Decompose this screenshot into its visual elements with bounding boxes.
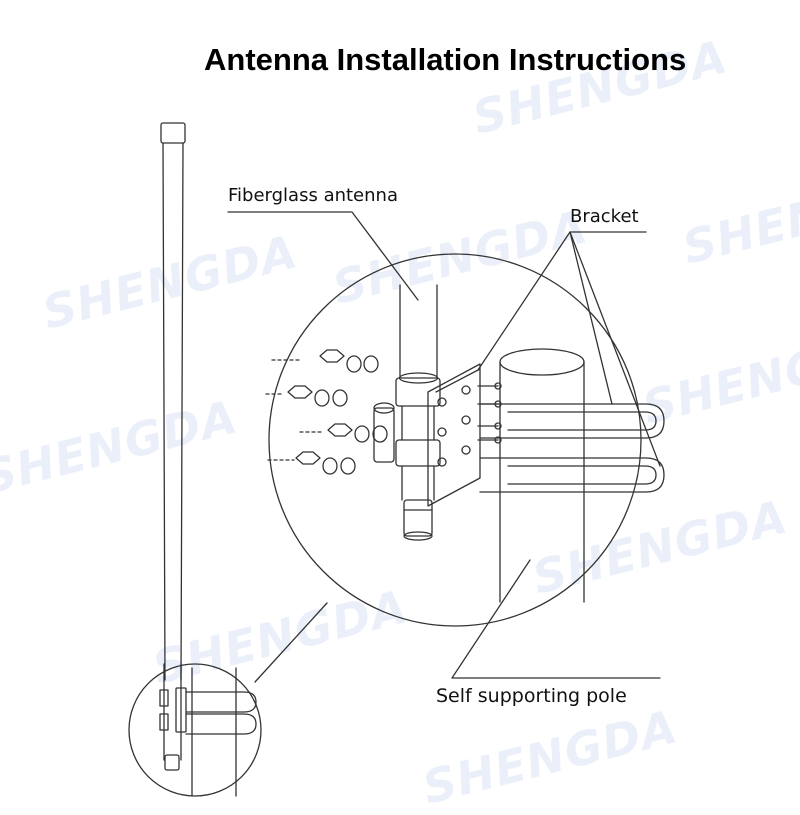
nuts-and-washers [265,349,388,475]
leader-fiberglass [227,211,419,301]
label-self-supporting-pole: Self supporting pole [436,685,627,707]
antenna-overview [160,122,186,681]
bolts [477,382,502,444]
leader-bracket [477,231,647,371]
leader-bracket-2 [569,231,613,405]
detail-circle-large [268,253,642,627]
u-bolts [479,403,665,493]
antenna-detail [373,284,441,541]
zoom-connector [254,602,328,683]
page-title: Antenna Installation Instructions [204,42,687,77]
leader-pole [451,559,661,679]
label-bracket: Bracket [570,206,639,227]
antenna-top-cap [160,122,186,144]
leader-lines [227,211,661,679]
bracket-plate [427,363,481,507]
detail-circle-small [128,663,262,797]
pole-detail [499,348,585,603]
label-fiberglass-antenna: Fiberglass antenna [228,185,398,206]
leader-bracket-3 [569,231,661,467]
